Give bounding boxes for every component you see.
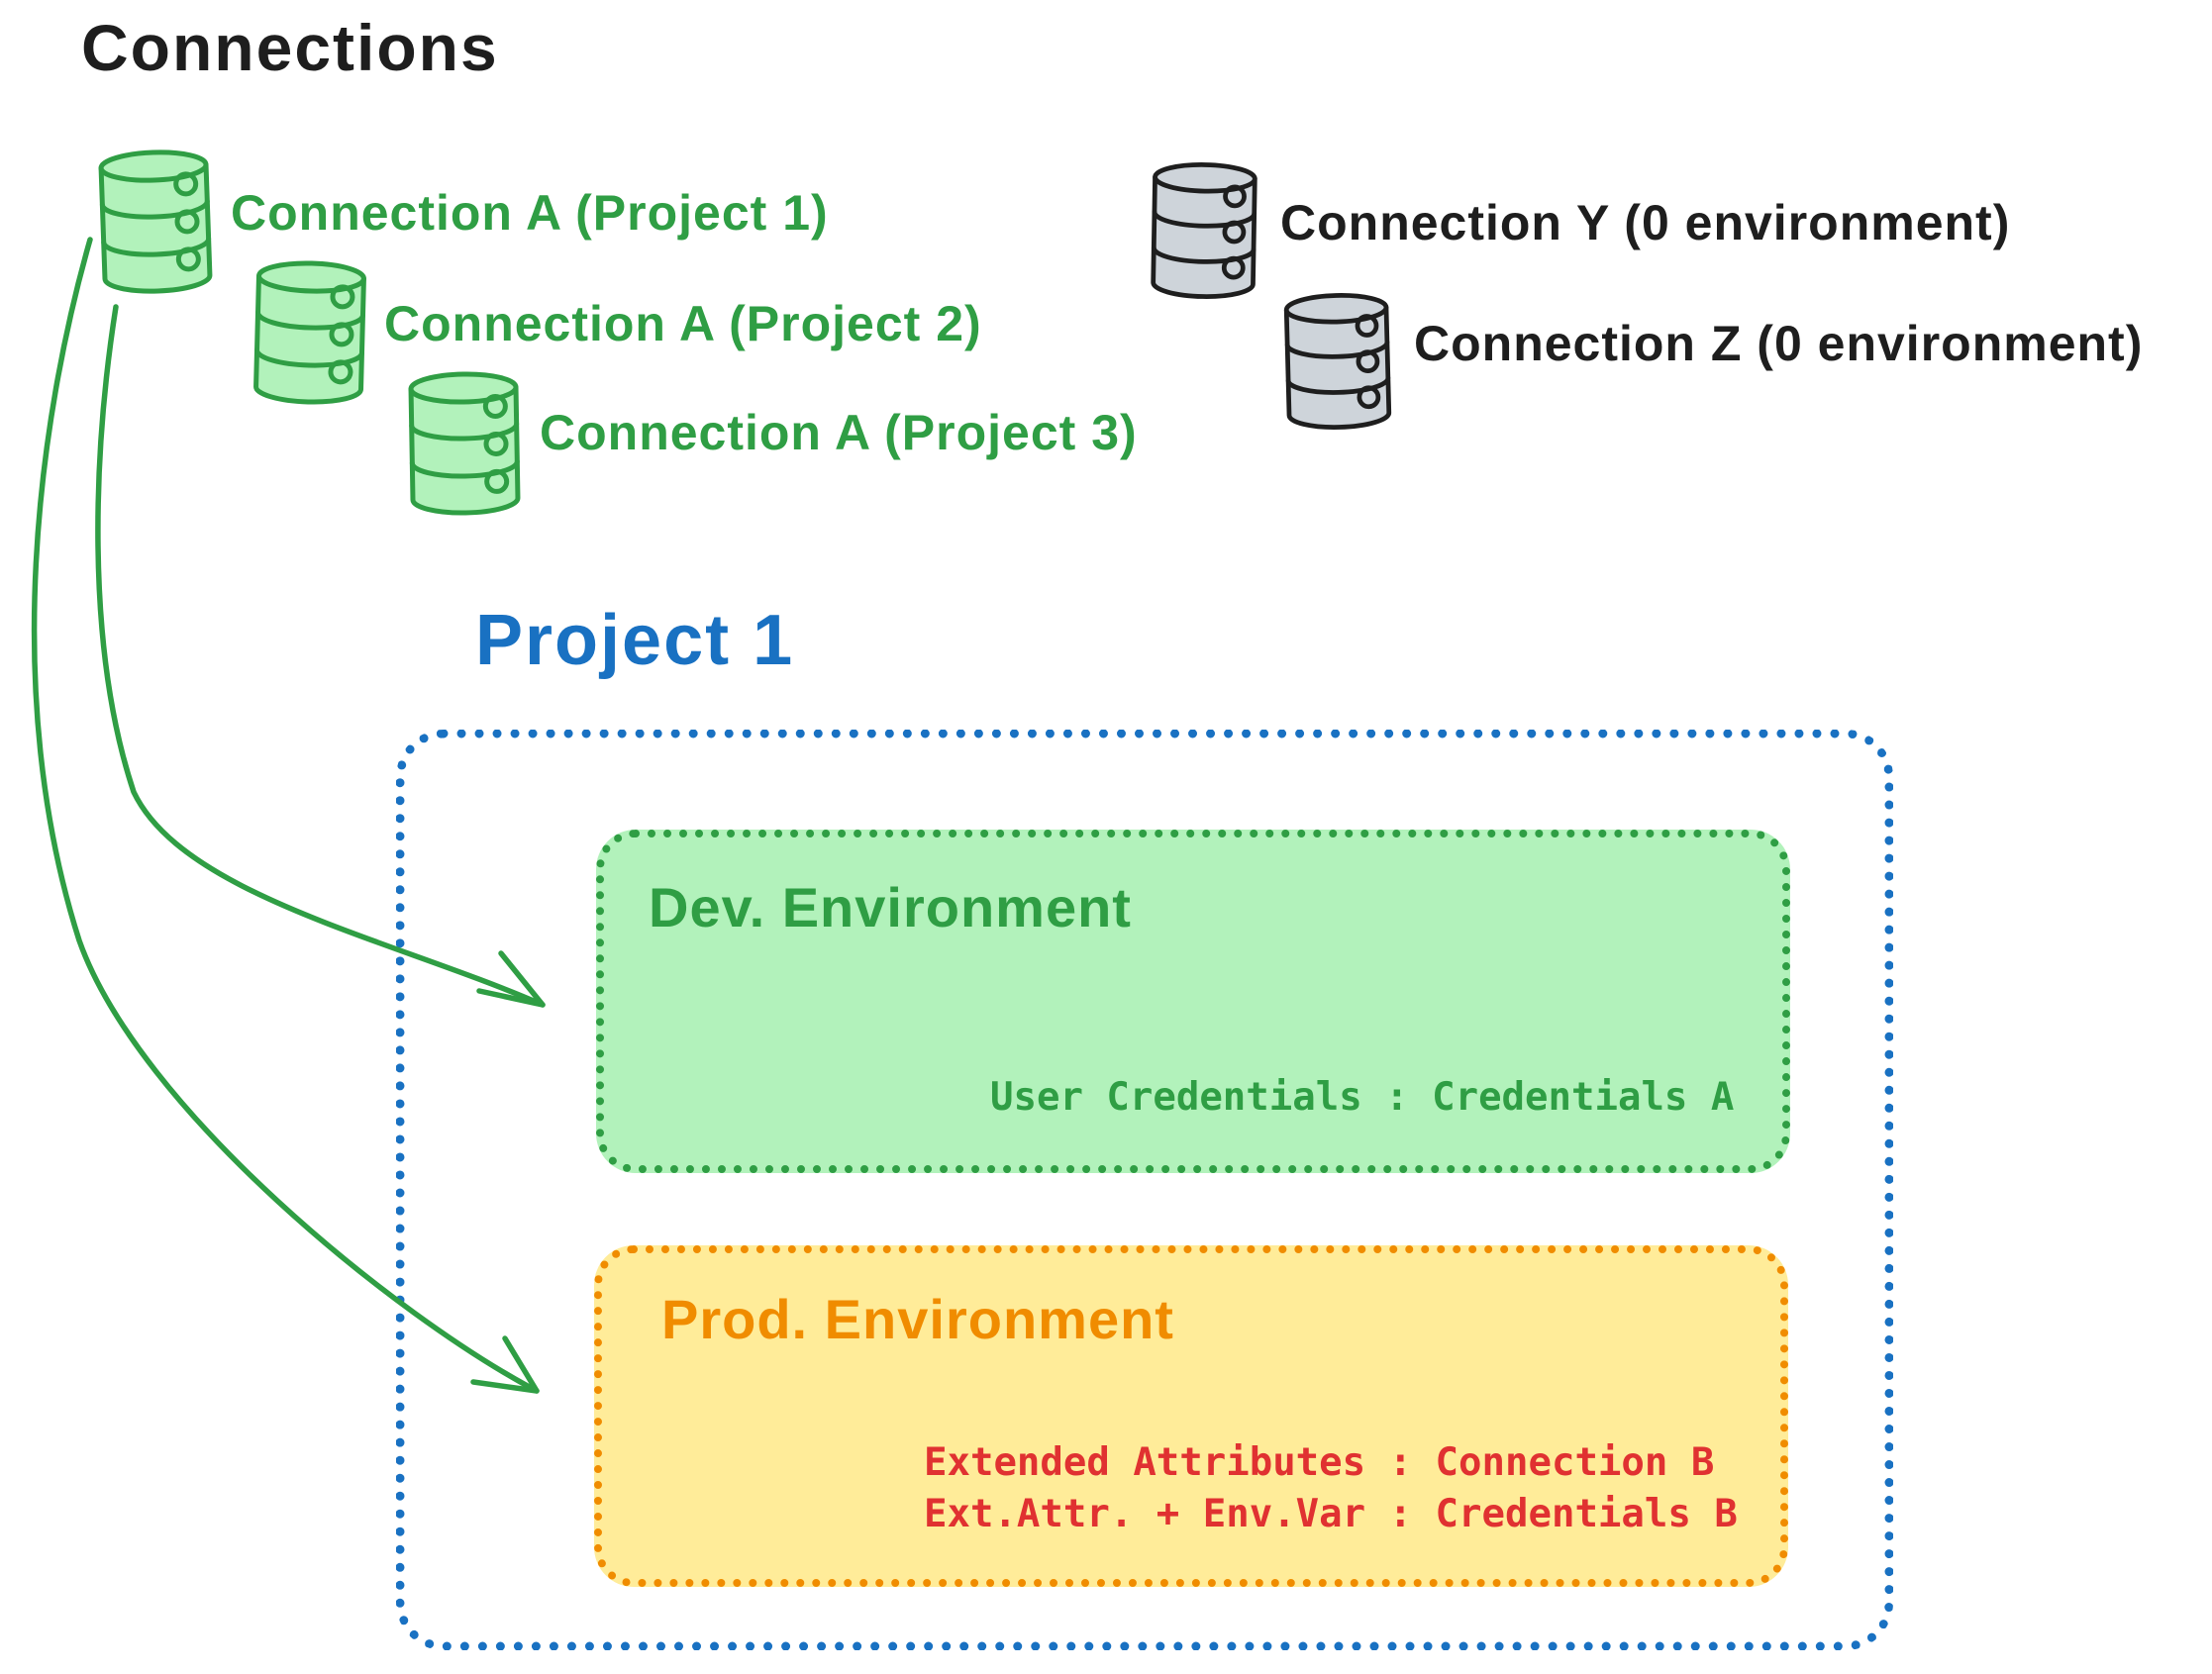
connection-label: Connection Y (0 environment) xyxy=(1280,195,2011,250)
prod-environment-title: Prod. Environment xyxy=(661,1288,1174,1350)
project-title: Project 1 xyxy=(475,601,795,680)
connection-label: Connection A (Project 2) xyxy=(384,296,982,351)
prod-mapping-line: Extended Attributes : Connection B xyxy=(924,1440,1715,1485)
dev-environment-title: Dev. Environment xyxy=(649,876,1132,938)
database-icon xyxy=(253,260,366,405)
connection-label: Connection A (Project 3) xyxy=(540,405,1138,460)
database-icon xyxy=(1151,162,1257,299)
database-icon xyxy=(1283,293,1392,430)
connection-label: Connection Z (0 environment) xyxy=(1414,316,2144,371)
page-title: Connections xyxy=(81,11,499,84)
database-icon xyxy=(98,149,213,294)
connection-label: Connection A (Project 1) xyxy=(231,185,829,241)
dev-environment-box xyxy=(596,830,1790,1173)
prod-credentials-mappings: Extended Attributes : Connection B Ext.A… xyxy=(924,1437,1738,1540)
prod-environment-box xyxy=(594,1245,1788,1587)
prod-mapping-line: Ext.Attr. + Env.Var : Credentials B xyxy=(924,1492,1738,1536)
dev-credentials-mapping: User Credentials : Credentials A xyxy=(990,1075,1735,1120)
database-icon xyxy=(408,371,521,516)
